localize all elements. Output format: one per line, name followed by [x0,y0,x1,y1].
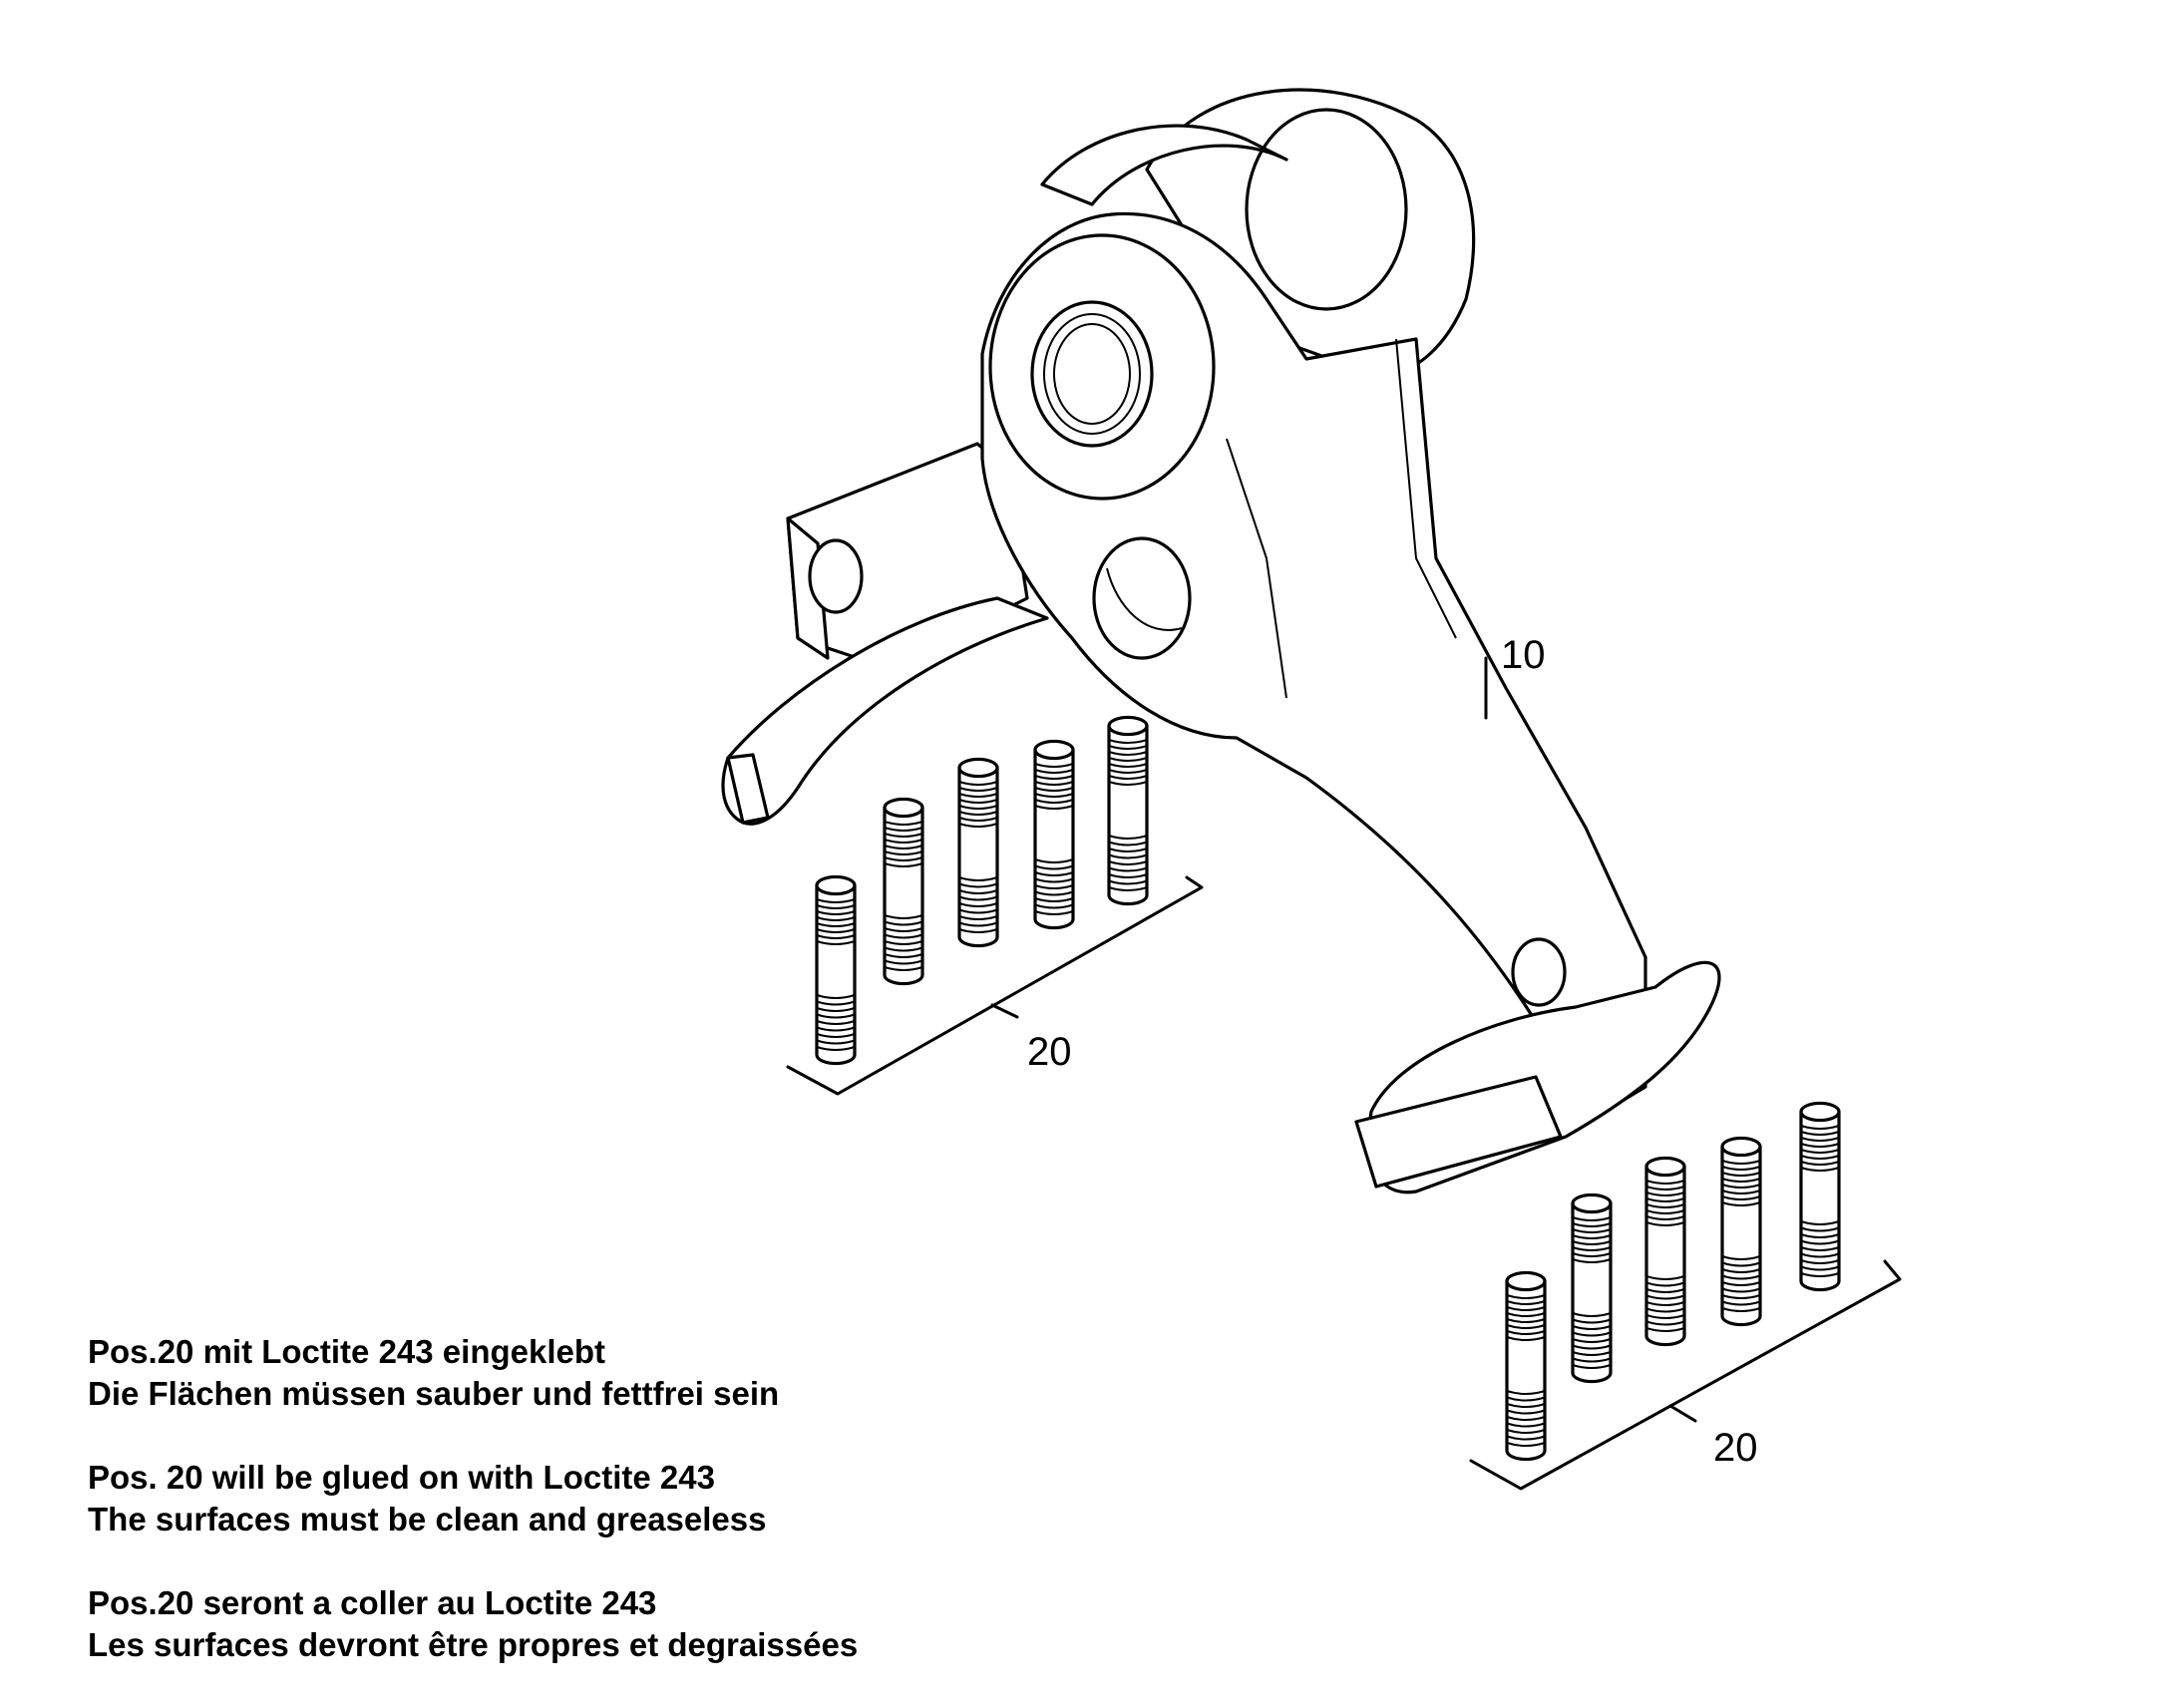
note-de-line-2: Die Flächen müssen sauber und fettfrei s… [88,1375,780,1412]
stud-group-lower [1505,1101,1841,1462]
note-en-line-2: The surfaces must be clean and greaseles… [88,1501,767,1537]
threaded-stud [1107,715,1149,906]
note-german: Pos.20 mit Loctite 243 eingeklebt Die Fl… [88,1331,858,1415]
threaded-stud [883,797,924,986]
threaded-stud [1571,1193,1613,1384]
note-de-line-1: Pos.20 mit Loctite 243 eingeklebt [88,1333,606,1370]
callout-20-upper: 20 [786,875,1204,1096]
assembly-notes: Pos.20 mit Loctite 243 eingeklebt Die Fl… [88,1331,858,1666]
threaded-stud [1644,1156,1686,1347]
threaded-stud [1505,1270,1547,1462]
threaded-stud [957,757,999,948]
label-part-20-lower: 20 [1713,1426,1758,1470]
note-fr-line-2: Les surfaces devront être propres et deg… [88,1626,859,1663]
threaded-stud [1033,739,1075,930]
stud-group-upper [815,715,1149,1066]
note-fr-line-1: Pos.20 seront a coller au Loctite 243 [88,1584,657,1621]
threaded-stud [1720,1136,1762,1327]
callout-10: 10 [1484,633,1546,720]
label-part-10: 10 [1501,633,1546,677]
threaded-stud [1799,1101,1841,1292]
note-english: Pos. 20 will be glued on with Loctite 24… [88,1457,858,1540]
label-part-20-upper: 20 [1027,1030,1072,1074]
note-french: Pos.20 seront a coller au Loctite 243 Le… [88,1582,858,1666]
threaded-stud [815,874,857,1066]
note-en-line-1: Pos. 20 will be glued on with Loctite 24… [88,1459,715,1496]
callout-20-lower: 20 [1469,1259,1902,1491]
shift-fork-part-10 [721,88,1721,1195]
